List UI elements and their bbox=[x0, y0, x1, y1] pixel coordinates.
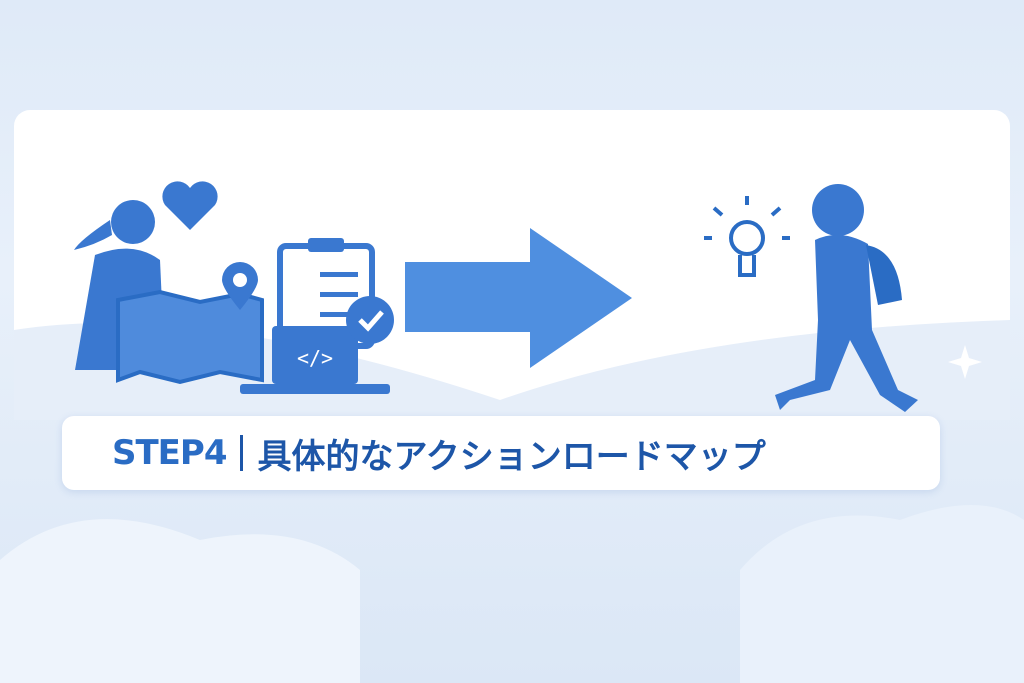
cloud-right bbox=[740, 505, 1024, 683]
map-icon bbox=[116, 289, 264, 385]
arrow-right-icon bbox=[405, 228, 632, 368]
step-title: 具体的なアクションロードマップ bbox=[257, 436, 766, 477]
heart-icon bbox=[162, 181, 218, 230]
walking-person-icon bbox=[775, 184, 918, 412]
cloud-left bbox=[0, 519, 360, 683]
step-banner: STEP4 具体的なアクションロードマップ bbox=[62, 416, 940, 490]
badge-check-icon bbox=[346, 296, 394, 344]
svg-text:</>: </> bbox=[297, 346, 333, 370]
step-label: STEP4 bbox=[112, 433, 227, 473]
sparkle-icon bbox=[948, 345, 982, 379]
lightbulb-icon bbox=[704, 196, 790, 277]
laptop-code-icon: </> bbox=[240, 326, 390, 394]
divider bbox=[240, 435, 244, 471]
